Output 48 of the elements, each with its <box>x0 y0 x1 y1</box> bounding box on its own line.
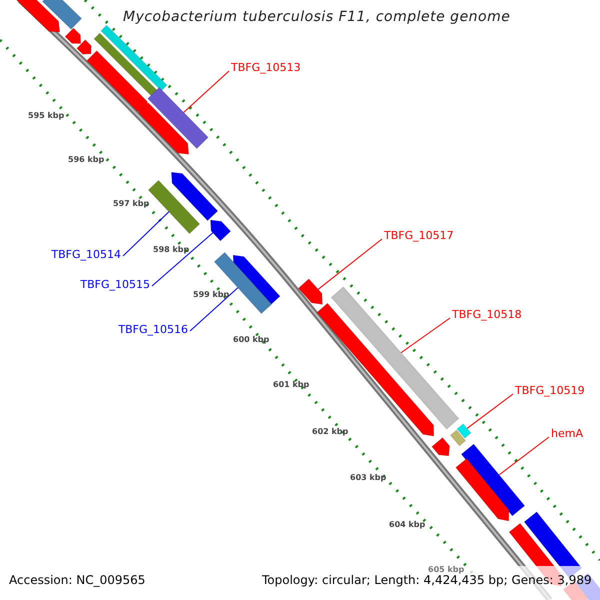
gene-label: TBFG_10515 <box>80 279 150 290</box>
gene-label: TBFG_10516 <box>118 324 188 335</box>
gene-label: TBFG_10518 <box>452 309 522 320</box>
scale-label: 596 kbp <box>68 156 104 164</box>
gene-label: TBFG_10519 <box>515 385 585 396</box>
gene-block <box>14 0 60 32</box>
scale-label: 601 kbp <box>273 381 310 389</box>
leader-line <box>122 211 170 256</box>
scale-label: 597 kbp <box>113 200 150 208</box>
gene-bar <box>100 24 168 92</box>
footer-text: Accession: NC_009565 <box>9 574 146 586</box>
gene-block <box>210 220 232 242</box>
gene-bar <box>147 86 209 150</box>
gene-block <box>298 278 323 305</box>
scale-label: 602 kbp <box>312 428 348 436</box>
gene-bar <box>450 430 466 446</box>
leader-line <box>400 318 450 354</box>
title: Mycobacterium tuberculosis F11, complete genome <box>123 10 510 24</box>
gene-label: TBFG_10513 <box>231 62 301 73</box>
leader-line <box>183 70 230 113</box>
scale-label: 599 kbp <box>193 291 230 299</box>
gene-label: hemA <box>551 428 583 439</box>
leader-line <box>498 436 550 476</box>
scale-label: 598 kbp <box>153 246 190 254</box>
leader-line <box>318 238 382 290</box>
gene-block <box>138 102 189 155</box>
gene-block <box>455 458 510 522</box>
gene-bar <box>460 444 526 516</box>
scale-label: 605 kbp <box>428 566 464 574</box>
gene-block <box>64 28 82 44</box>
scale-label: 603 kbp <box>350 474 386 482</box>
gene-label: TBFG_10517 <box>384 230 454 241</box>
gene-bar <box>42 0 82 30</box>
gene-bar <box>148 180 200 234</box>
gene-block <box>76 39 92 55</box>
leader-line <box>190 287 238 332</box>
gene-bar <box>214 252 272 314</box>
leader-line <box>152 232 214 286</box>
scale-label: 604 kbp <box>389 521 426 529</box>
scale-label: 595 kbp <box>28 112 64 120</box>
leader-line <box>466 394 514 429</box>
gene-block <box>86 50 149 113</box>
footer-text: Topology: circular; Length: 4,424,435 bp; Genes: 3,989 <box>262 574 592 586</box>
gene-block <box>431 437 450 456</box>
gene-bar <box>456 423 472 439</box>
gene-label: TBFG_10514 <box>51 249 121 260</box>
gene-block <box>171 172 218 222</box>
scale-label: 600 kbp <box>233 336 270 344</box>
